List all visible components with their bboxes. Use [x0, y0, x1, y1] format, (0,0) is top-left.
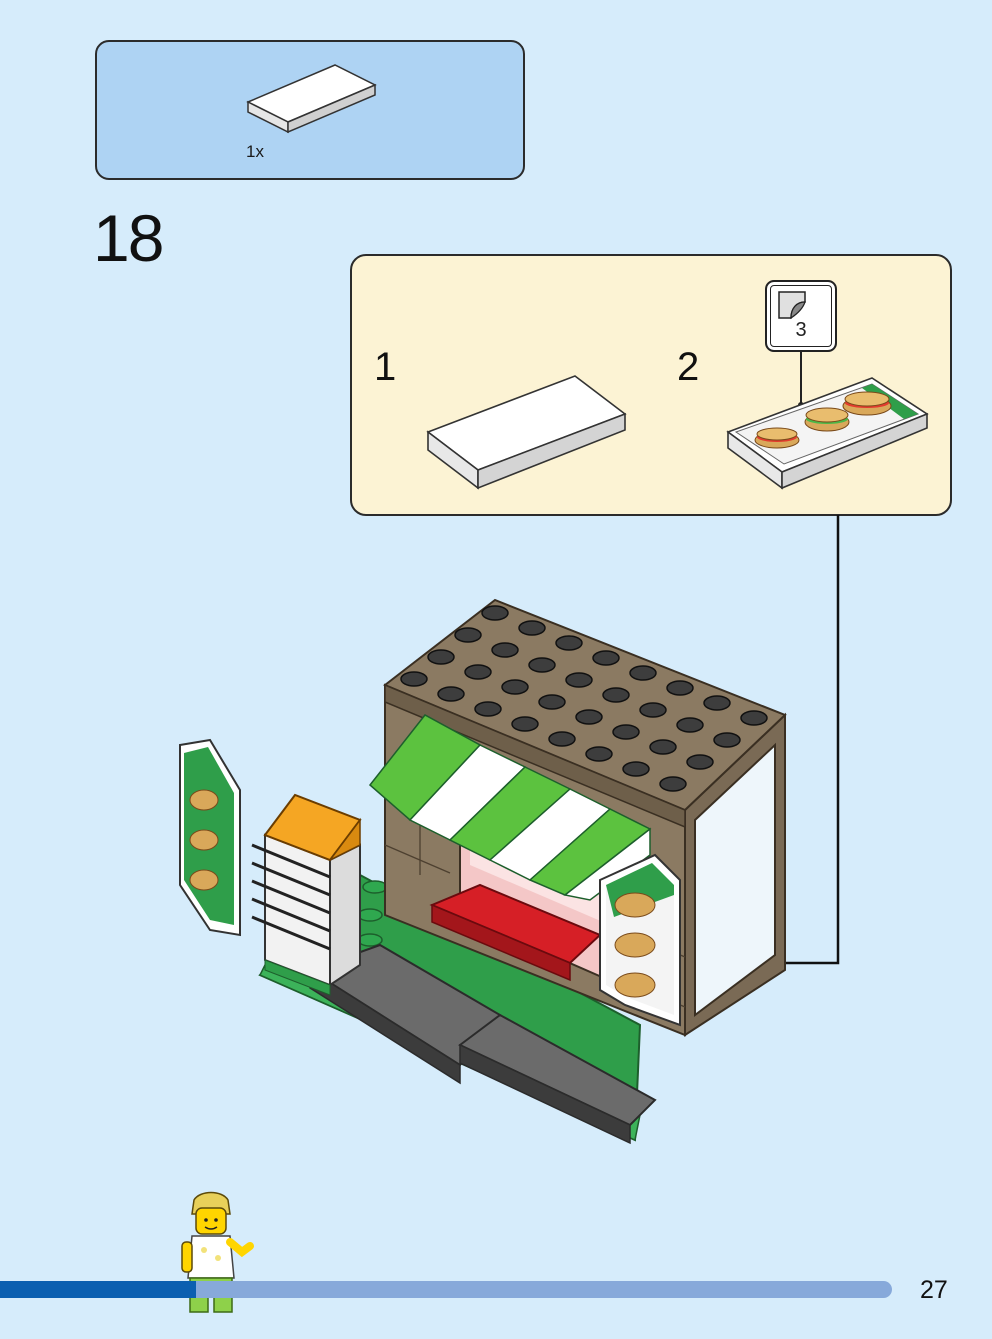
- roof-plate: [383, 598, 787, 829]
- flat-tile-part: [246, 64, 377, 134]
- striped-awning: [368, 714, 652, 901]
- sub-step-1-number: 1: [374, 345, 397, 389]
- sub-step-2-number: 2: [677, 345, 700, 389]
- progress-bar-fill: [0, 1281, 197, 1298]
- sticker-peel-icon: [778, 291, 806, 320]
- standing-menu-board: [179, 738, 241, 937]
- sandwich-icon: [754, 427, 800, 449]
- part-quantity: 1x: [246, 142, 264, 161]
- sandwich-icon: [804, 407, 850, 432]
- sandwich-icon: [842, 391, 892, 416]
- step-number: 18: [93, 201, 164, 275]
- page-number: 27: [920, 1276, 948, 1304]
- cooler-unit: [251, 793, 362, 996]
- sticker-number: 3: [795, 319, 807, 341]
- sandwich-kiosk-model: [179, 598, 787, 1145]
- sticker-badge: 3: [765, 280, 837, 352]
- menu-sign-tile: [726, 377, 929, 490]
- attached-menu-sign: [599, 853, 681, 1027]
- progress-bar: [0, 1281, 892, 1298]
- sub-step-1-tile: [426, 375, 627, 490]
